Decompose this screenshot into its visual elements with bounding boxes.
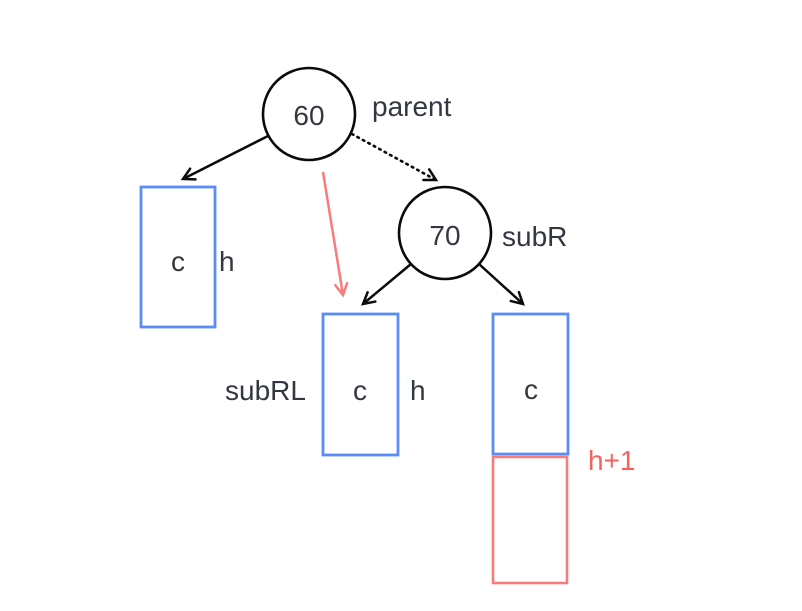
node-subr-label: subR [502, 221, 567, 252]
subrl-subtree-box [321, 312, 400, 457]
node-parent-circle [261, 66, 357, 162]
subrl-box-height-label: h [410, 375, 426, 406]
node-parent-label: parent [372, 91, 452, 122]
left-subtree-box [139, 185, 217, 329]
edge-parent-to-left-box [180, 134, 269, 181]
edge-parent-to-subr-dotted [350, 132, 439, 182]
right-box-content: c [524, 374, 538, 405]
edge-subr-to-subrl-box [360, 263, 412, 306]
node-subr-value: 70 [429, 220, 460, 251]
right-subtree-extension-box [491, 455, 569, 585]
edge-subr-to-right-box [478, 263, 525, 306]
subrl-box-content: c [353, 375, 367, 406]
node-subr-circle [397, 185, 493, 281]
right-box-height-plus-one-label: h+1 [588, 445, 636, 476]
subrl-box-label: subRL [225, 375, 306, 406]
node-parent-value: 60 [293, 100, 324, 131]
left-box-content: c [171, 246, 185, 277]
left-box-height-label: h [219, 246, 235, 277]
edge-parent-to-subrl-red [321, 171, 349, 298]
right-subtree-box [491, 312, 570, 456]
